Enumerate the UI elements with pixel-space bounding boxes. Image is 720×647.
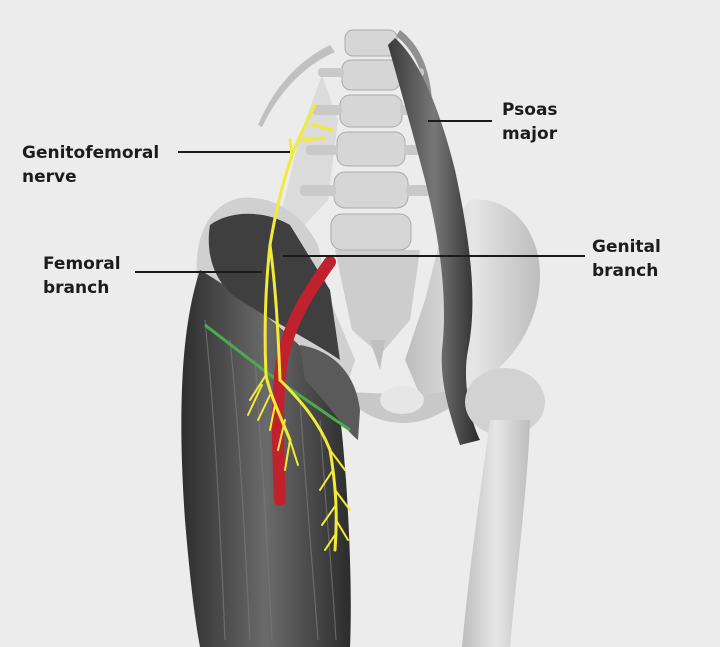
rib-left <box>258 45 335 127</box>
label-psoas-major: Psoas major <box>502 98 558 146</box>
artery <box>272 256 336 506</box>
label-line: Psoas <box>502 100 558 120</box>
pelvis-right <box>405 199 540 395</box>
lateral-cutaneous-nerve <box>204 323 351 432</box>
leader-lines <box>135 120 585 273</box>
femur-shaft <box>462 420 530 647</box>
muscle-striations <box>204 319 337 641</box>
label-femoral-branch: Femoral branch <box>43 252 121 300</box>
label-genital-branch: Genital branch <box>592 235 661 283</box>
sacrum <box>335 250 420 355</box>
label-line: branch <box>43 278 110 298</box>
femoral-head <box>465 368 545 436</box>
psoas-major-muscle <box>388 38 480 445</box>
label-line: Genitofemoral <box>22 143 160 163</box>
label-line: Femoral <box>43 254 121 274</box>
genital-branch-twigs <box>319 449 351 551</box>
label-line: Genital <box>592 237 661 257</box>
lumbar-spine <box>330 29 412 251</box>
label-genitofemoral-nerve: Genitofemoral nerve <box>22 141 159 189</box>
obturator-foramen <box>380 386 424 414</box>
adductor-muscle <box>300 345 360 440</box>
label-line: branch <box>592 261 659 281</box>
label-line: nerve <box>22 167 77 187</box>
femoral-branch-twigs <box>247 374 299 471</box>
coccyx <box>370 340 385 370</box>
label-line: major <box>502 124 558 144</box>
